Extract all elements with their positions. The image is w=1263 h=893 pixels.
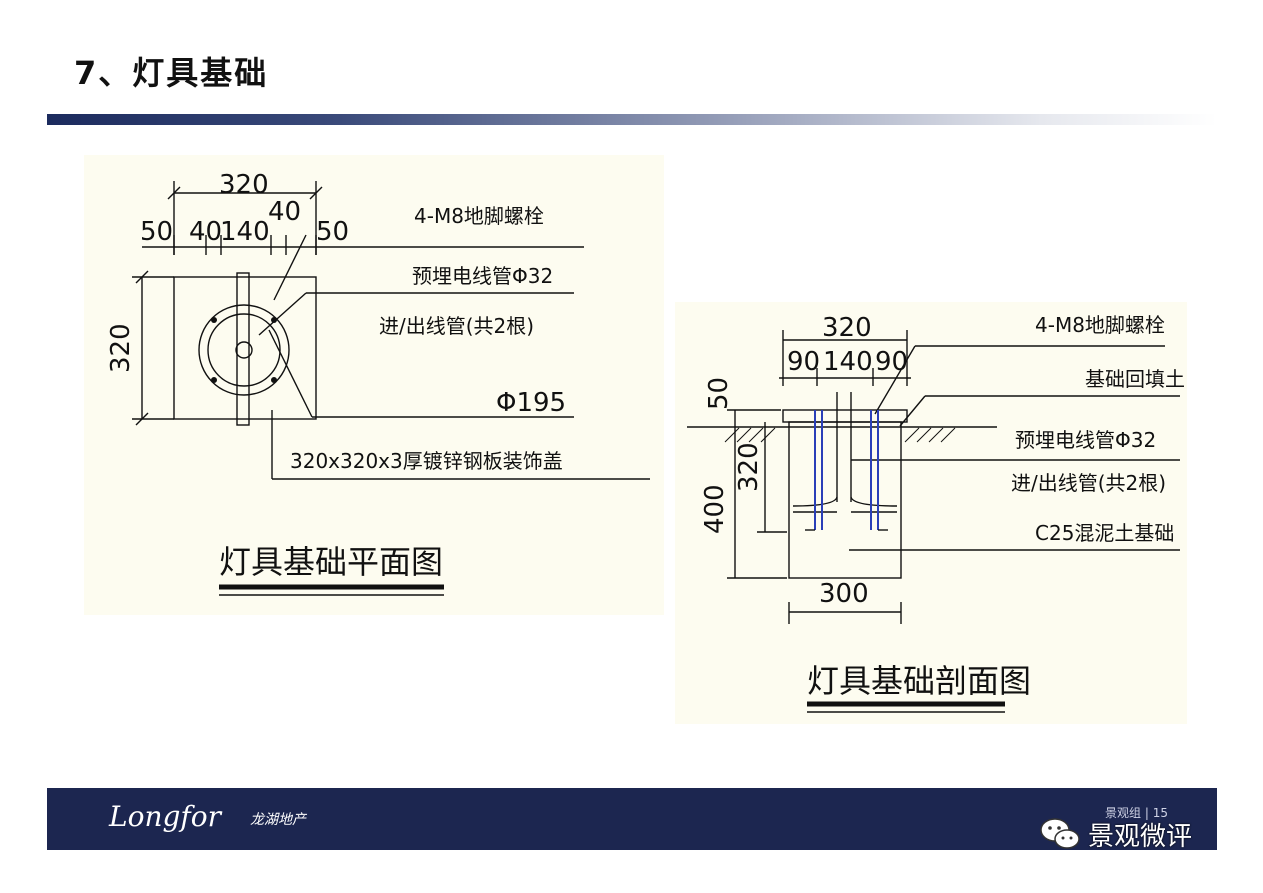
section-caption: 灯具基础剖面图	[807, 662, 1031, 700]
section-label-conduit-2: 进/出线管(共2根)	[1011, 471, 1166, 495]
section-dim-140: 140	[823, 347, 873, 377]
footer-bar: Longfor 龙湖地产 景观组 | 15	[47, 788, 1217, 850]
section-label-bolts: 4-M8地脚螺栓	[1035, 313, 1165, 337]
section-view-drawing: 320 90 140 90 4-M8地脚螺栓 基础回填土 预埋电线管Φ32 进/…	[687, 313, 1185, 713]
plan-dim-40-right: 40	[268, 197, 301, 227]
section-dim-left-400: 400	[700, 484, 730, 534]
plan-label-cover: 320x320x3厚镀锌钢板装饰盖	[290, 449, 563, 473]
brand-logo-cn: 龙湖地产	[250, 812, 306, 828]
footer-group: 景观组	[1105, 806, 1142, 820]
plan-caption: 灯具基础平面图	[219, 543, 443, 581]
plan-dim-140: 140	[220, 217, 270, 247]
watermark-text: 景观微评	[1088, 821, 1193, 852]
section-label-conduit: 预埋电线管Φ32	[1015, 428, 1156, 452]
section-label-concrete: C25混泥土基础	[1035, 521, 1174, 545]
plan-label-conduit-2: 进/出线管(共2根)	[379, 314, 534, 338]
section-dim-top-total: 320	[822, 313, 872, 343]
plan-dim-left: 320	[106, 323, 136, 373]
footer-divider: |	[1144, 806, 1153, 820]
plan-dim-40-left: 40	[189, 217, 222, 247]
brand-logo: Longfor	[109, 800, 222, 833]
plan-label-bolts: 4-M8地脚螺栓	[414, 204, 544, 228]
plan-view-panel: 320 50 40 140 40 50 320	[84, 155, 664, 615]
section-dim-90-right: 90	[875, 347, 908, 377]
section-dim-90-left: 90	[787, 347, 820, 377]
plan-dim-50-left: 50	[140, 217, 173, 247]
plan-label-conduit: 预埋电线管Φ32	[412, 264, 553, 288]
section-dim-left-50: 50	[704, 377, 734, 410]
slide-title: 7、灯具基础	[74, 54, 269, 92]
wechat-icon	[1040, 818, 1080, 849]
section-view-panel: 320 90 140 90 4-M8地脚螺栓 基础回填土 预埋电线管Φ32 进/…	[675, 302, 1187, 724]
page-number: 15	[1152, 806, 1168, 820]
plan-dim-top-total: 320	[219, 170, 269, 200]
footer-meta: 景观组 | 15	[1105, 804, 1168, 821]
section-label-backfill: 基础回填土	[1085, 367, 1185, 391]
section-dim-left-320: 320	[734, 442, 764, 492]
section-dim-bottom: 300	[819, 579, 869, 609]
title-gradient-bar	[47, 114, 1217, 125]
plan-label-diameter: Φ195	[496, 388, 566, 418]
plan-view-drawing: 320 50 40 140 40 50 320	[106, 170, 650, 596]
plan-dim-50-right: 50	[316, 217, 349, 247]
wechat-watermark: 景观微评	[1038, 812, 1222, 856]
